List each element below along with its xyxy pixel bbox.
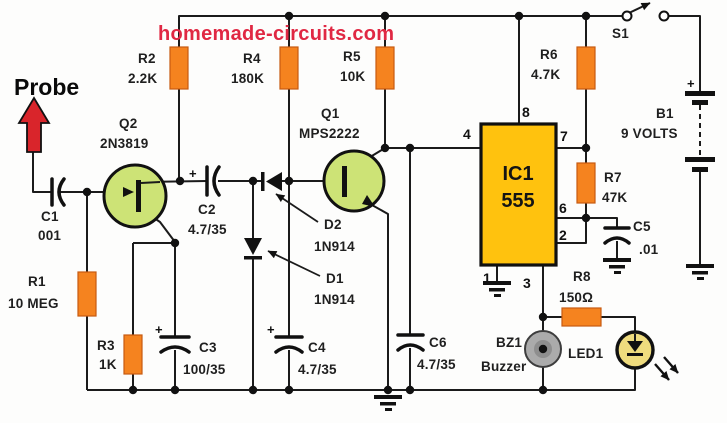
resistor-r4: R4 180K — [231, 46, 299, 90]
q2-ref: Q2 — [119, 116, 137, 131]
ic1-part: 555 — [501, 190, 534, 212]
resistor-r8: R8 150Ω — [559, 269, 602, 327]
capacitor-c2: + C2 4.7/35 — [188, 165, 227, 237]
transistor-q1: Q1 MPS2222 — [299, 106, 386, 213]
ground-symbol-battery — [686, 264, 714, 280]
r1-value: 10 MEG — [8, 296, 59, 311]
ic1-ref: IC1 — [502, 163, 533, 185]
capacitor-c4: + C4 4.7/35 — [267, 322, 337, 377]
c3-ref: C3 — [199, 340, 217, 355]
q1-emitter-arrow-icon — [362, 195, 375, 207]
resistor-r2: R2 2.2K — [128, 46, 189, 90]
probe-label: Probe — [14, 74, 79, 100]
c6-ref: C6 — [429, 335, 447, 350]
capacitor-c5: C5 .01 — [603, 219, 659, 257]
capacitor-c6: C6 4.7/35 — [396, 333, 456, 372]
d1-ref: D1 — [326, 271, 344, 286]
ic1-pin6-label: 6 — [559, 200, 567, 216]
r7-value: 47K — [602, 190, 627, 205]
junction-dots — [82, 11, 591, 395]
c4-ref: C4 — [308, 340, 326, 355]
ic1-555: IC1 555 8 4 7 6 2 1 3 — [463, 104, 568, 291]
r2-ref: R2 — [138, 51, 156, 66]
bz1-ref: BZ1 — [496, 335, 522, 350]
ic1-pin3-label: 3 — [523, 275, 531, 291]
ic1-pin4-label: 4 — [463, 126, 471, 142]
battery-b1: + B1 9 VOLTS — [621, 76, 715, 172]
q1-part: MPS2222 — [299, 126, 360, 141]
ic1-pin7-label: 7 — [560, 128, 568, 144]
d2-part: 1N914 — [314, 239, 355, 254]
diode-d2: D2 1N914 — [261, 172, 355, 254]
r5-value: 10K — [340, 69, 365, 84]
q2-part: 2N3819 — [100, 136, 149, 151]
c5-value: .01 — [639, 242, 659, 257]
resistor-r1: R1 10 MEG — [8, 271, 97, 317]
c6-value: 4.7/35 — [417, 357, 456, 372]
r7-ref: R7 — [604, 170, 622, 185]
buzzer-bz1: BZ1 Buzzer — [481, 330, 562, 374]
b1-value: 9 VOLTS — [621, 126, 678, 141]
d2-ref: D2 — [324, 217, 342, 232]
r8-ref: R8 — [573, 269, 591, 284]
battery-plus-icon: + — [687, 76, 695, 91]
led-emission-arrow — [663, 356, 679, 374]
s1-ref: S1 — [612, 26, 629, 41]
c3-plus-icon: + — [155, 322, 163, 337]
c2-plus-icon: + — [189, 166, 197, 181]
transistor-q2: Q2 2N3819 — [100, 116, 168, 229]
c1-ref: C1 — [41, 209, 59, 224]
r8-value: 150Ω — [559, 290, 593, 305]
c3-value: 100/35 — [183, 362, 226, 377]
c4-plus-icon: + — [267, 322, 275, 337]
capacitor-c3: + C3 100/35 — [155, 322, 226, 377]
resistor-r6: R6 4.7K — [531, 46, 596, 90]
c4-value: 4.7/35 — [298, 362, 337, 377]
c5-ref: C5 — [633, 219, 651, 234]
r6-value: 4.7K — [531, 67, 560, 82]
led-emission-arrow — [654, 363, 670, 381]
q1-ref: Q1 — [321, 106, 340, 121]
capacitor-c1: C1 001 — [38, 177, 66, 243]
bz1-label: Buzzer — [481, 359, 527, 374]
site-title: homemade-circuits.com — [158, 23, 394, 45]
ic1-pin2-label: 2 — [559, 227, 567, 243]
resistor-r7: R7 47K — [576, 162, 627, 205]
r4-value: 180K — [231, 71, 264, 86]
c2-ref: C2 — [198, 202, 216, 217]
probe: Probe — [14, 74, 79, 153]
ground-symbol-rail — [374, 395, 402, 411]
r3-ref: R3 — [97, 338, 115, 353]
ic1-pin1-label: 1 — [483, 270, 491, 286]
r2-value: 2.2K — [128, 71, 157, 86]
ground-symbol-pin1 — [483, 281, 511, 297]
r4-ref: R4 — [243, 51, 261, 66]
r1-ref: R1 — [28, 274, 46, 289]
ground-symbol-c5 — [603, 258, 631, 274]
r5-ref: R5 — [343, 49, 361, 64]
diode-d1: D1 1N914 — [244, 238, 355, 307]
c1-value: 001 — [38, 228, 61, 243]
r3-value: 1K — [99, 357, 117, 372]
switch-s1: S1 — [612, 2, 670, 41]
probe-arrow-icon — [17, 96, 51, 153]
r6-ref: R6 — [540, 47, 558, 62]
ic1-pin8-label: 8 — [522, 104, 530, 120]
led-led1: LED1 — [568, 330, 679, 381]
d1-part: 1N914 — [314, 292, 355, 307]
resistor-r3: R3 1K — [97, 334, 143, 375]
c2-value: 4.7/35 — [188, 222, 227, 237]
led1-ref: LED1 — [568, 346, 604, 361]
b1-ref: B1 — [656, 106, 674, 121]
resistor-r5: R5 10K — [340, 46, 395, 90]
